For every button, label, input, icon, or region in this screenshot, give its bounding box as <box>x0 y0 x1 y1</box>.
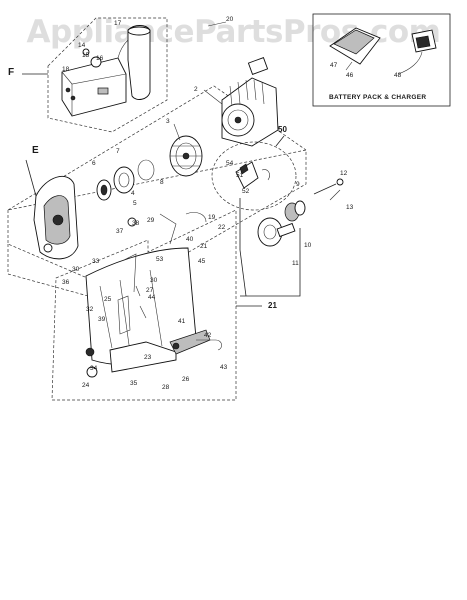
callout-16: 16 <box>96 55 104 62</box>
callout-26: 26 <box>182 376 190 383</box>
callout-23: 23 <box>144 354 152 361</box>
callout-13: 13 <box>346 204 354 211</box>
callout-7: 7 <box>116 148 120 155</box>
callout-25: 25 <box>104 296 112 303</box>
callout-45: 45 <box>198 258 206 265</box>
callout-41: 41 <box>178 318 186 325</box>
callout-36: 36 <box>62 279 70 286</box>
callout-17: 17 <box>114 20 122 27</box>
callout-53: 53 <box>156 256 164 263</box>
callout-21-main: 21 <box>268 301 277 310</box>
callout-43: 43 <box>220 364 228 371</box>
callout-35: 35 <box>130 380 138 387</box>
callout-30-right: 30 <box>150 277 158 284</box>
engine <box>221 57 279 147</box>
section-f-assembly <box>22 17 168 133</box>
section-f-label: F <box>8 67 15 78</box>
callout-28: 28 <box>162 384 170 391</box>
callout-29: 29 <box>147 217 155 224</box>
callout-6: 6 <box>92 160 96 167</box>
callout-11: 11 <box>292 260 299 267</box>
callout-3: 3 <box>166 118 170 125</box>
lower-assembly-21 <box>51 209 262 401</box>
clutch-parts <box>96 159 155 201</box>
callout-54: 54 <box>226 160 234 167</box>
callout-50: 50 <box>278 125 287 134</box>
callout-24: 24 <box>82 382 90 389</box>
callout-37: 37 <box>116 228 124 235</box>
detail-circle-50 <box>211 135 297 211</box>
housing-cover-e <box>25 159 79 260</box>
callout-48: 48 <box>394 72 402 79</box>
battery-section-title: BATTERY PACK & CHARGER <box>329 94 427 101</box>
callout-18: 18 <box>62 66 70 73</box>
callout-46: 46 <box>346 72 354 79</box>
leader-lines <box>173 21 341 201</box>
callout-9: 9 <box>296 181 300 188</box>
callout-15: 15 <box>82 52 90 59</box>
right-drive-parts <box>239 178 344 297</box>
callout-44: 44 <box>148 294 156 301</box>
callout-38: 38 <box>132 220 140 227</box>
callout-14: 14 <box>78 42 86 49</box>
callout-47: 47 <box>330 62 338 69</box>
callout-19: 19 <box>208 214 216 221</box>
callout-10: 10 <box>304 242 312 249</box>
callout-34: 34 <box>90 365 98 372</box>
callout-40: 40 <box>186 236 194 243</box>
callout-2: 2 <box>194 86 198 93</box>
callout-22: 22 <box>218 224 226 231</box>
callout-5: 5 <box>133 200 137 207</box>
flywheel <box>169 135 203 177</box>
callout-33: 33 <box>92 258 100 265</box>
callout-12: 12 <box>340 170 348 177</box>
callout-21-small: 21 <box>200 243 208 250</box>
callout-8: 8 <box>160 179 164 186</box>
callout-20: 20 <box>226 16 234 23</box>
callout-39: 39 <box>98 316 106 323</box>
callout-30-left: 30 <box>72 266 80 273</box>
callout-52: 52 <box>242 188 250 195</box>
callout-27: 27 <box>146 287 154 294</box>
callout-32: 32 <box>86 306 94 313</box>
callout-42: 42 <box>204 332 212 339</box>
battery-pack-charger-section <box>312 13 451 107</box>
callout-4: 4 <box>131 190 135 197</box>
callout-51: 51 <box>236 172 244 179</box>
section-e-label: E <box>32 145 39 156</box>
